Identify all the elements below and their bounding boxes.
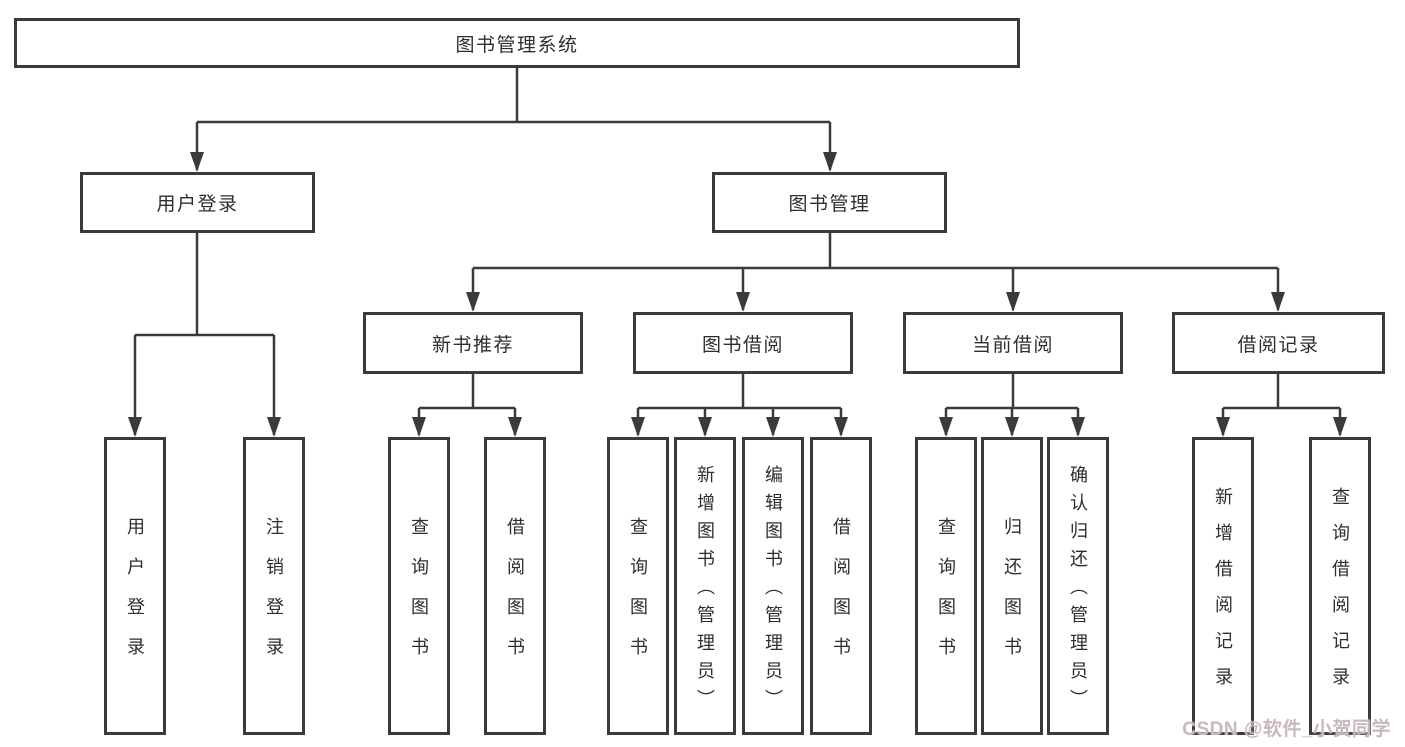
node-user-login: 用户登录 (80, 172, 315, 233)
leaf-recommend-borrow-book: 借阅图书 (484, 437, 546, 735)
node-borrowing-records: 借阅记录 (1172, 312, 1385, 374)
leaf-current-confirm-return-admin: 确认归还（管理员） (1047, 437, 1109, 735)
leaf-records-query-borrow-record: 查询借阅记录 (1309, 437, 1371, 735)
node-new-book-recommendation: 新书推荐 (363, 312, 583, 374)
csdn-watermark: CSDN @软件_小贺同学 (1182, 719, 1391, 740)
node-book-borrowing: 图书借阅 (633, 312, 853, 374)
node-library-management-system: 图书管理系统 (14, 18, 1020, 68)
leaf-current-query-book: 查询图书 (915, 437, 977, 735)
leaf-records-add-borrow-record: 新增借阅记录 (1192, 437, 1254, 735)
leaf-borrowing-borrow-book: 借阅图书 (810, 437, 872, 735)
leaf-borrowing-edit-book-admin: 编辑图书（管理员） (742, 437, 804, 735)
leaf-user-login: 用户登录 (104, 437, 166, 735)
leaf-logout-login: 注销登录 (243, 437, 305, 735)
node-current-borrowing: 当前借阅 (903, 312, 1123, 374)
leaf-recommend-query-book: 查询图书 (388, 437, 450, 735)
node-book-management: 图书管理 (712, 172, 947, 233)
leaf-current-return-book: 归还图书 (981, 437, 1043, 735)
leaf-borrowing-query-book: 查询图书 (607, 437, 669, 735)
leaf-borrowing-add-book-admin: 新增图书（管理员） (674, 437, 736, 735)
